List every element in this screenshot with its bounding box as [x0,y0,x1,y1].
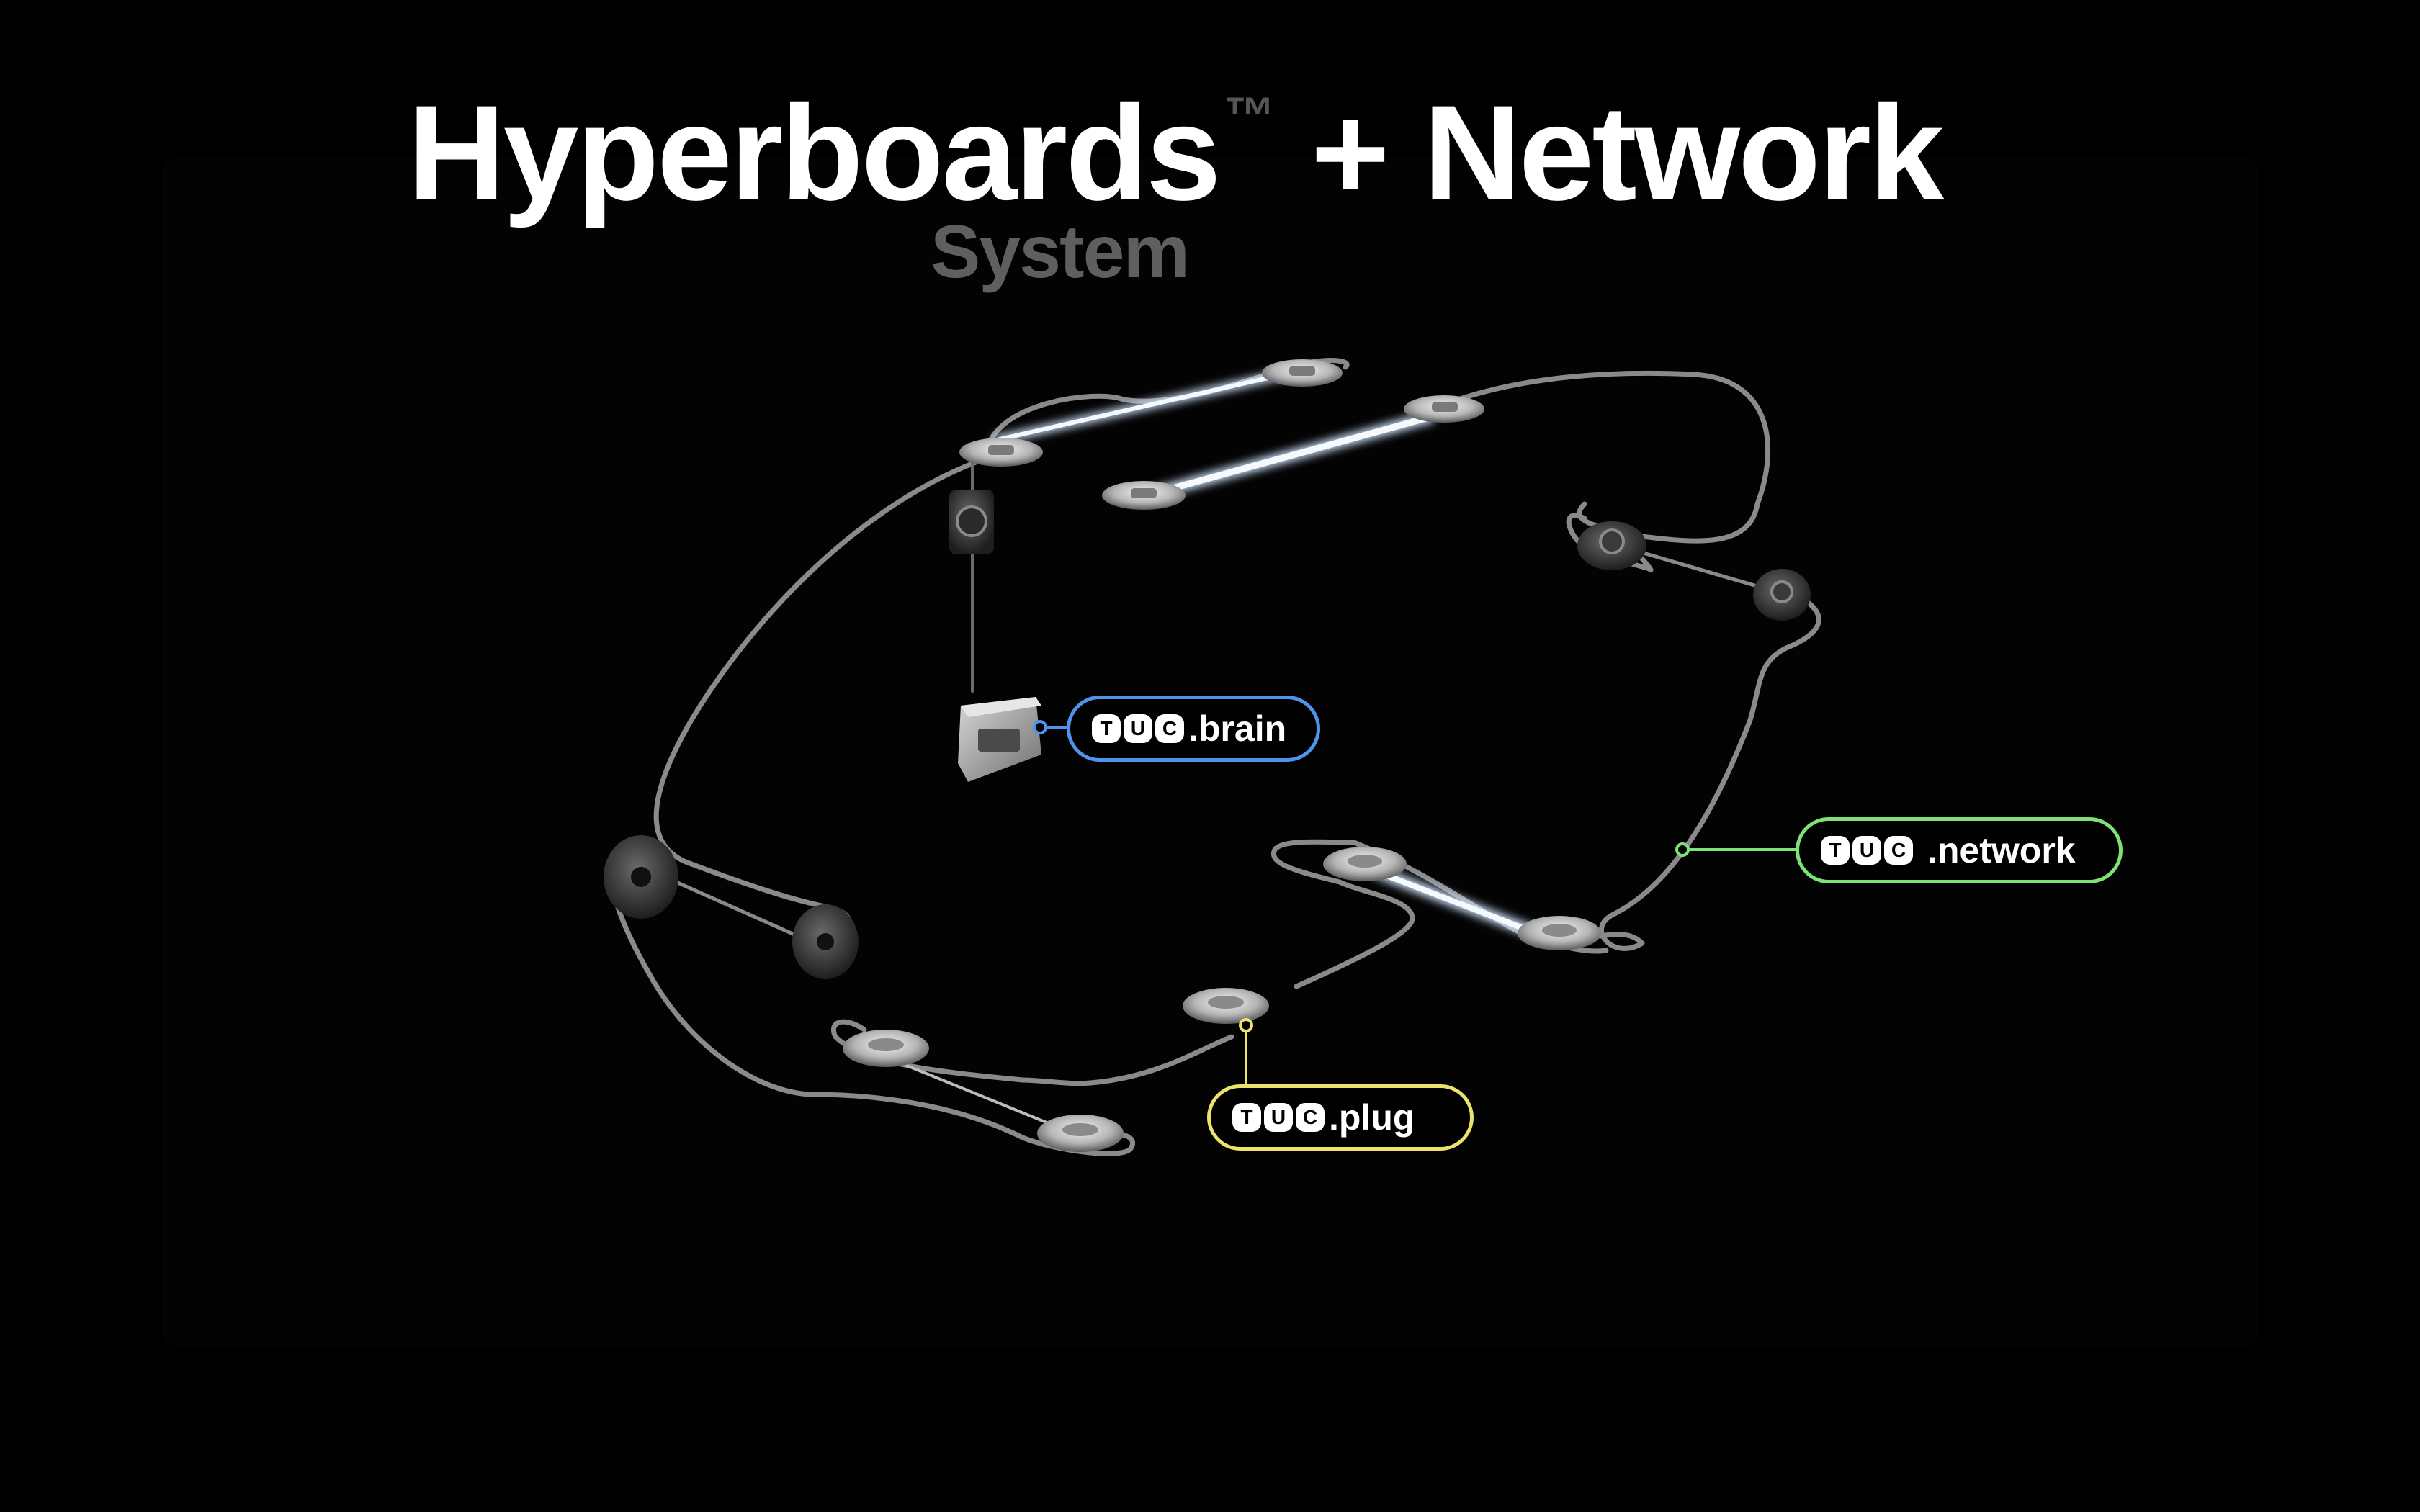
connector-under-top-left [949,490,994,554]
node-bottom-left-b [1037,1115,1124,1152]
node-top-center-a [1102,481,1186,510]
light-strip-mid-right [1373,865,1536,938]
light-strips [871,369,1536,1132]
hyperboard-nodes [604,359,1811,1152]
tuc-logo-icon: T U C [1821,836,1913,865]
title-suffix: + Network [1310,77,1945,228]
node-top-left-a [959,438,1043,467]
label-network-text: .network [1927,830,2076,870]
node-top-left-b [1262,359,1343,387]
page-title: Hyperboards™ + Network [408,85,1945,220]
node-mid-b [1518,916,1601,950]
label-plug: T U C .plug [1207,1084,1474,1151]
cable-top-right [1445,370,1770,544]
light-strip-top-left [992,369,1291,445]
brain-module [958,697,1041,782]
label-brain-text: .brain [1188,708,1287,749]
leader-network [1675,842,1798,857]
node-top-center-b [1404,395,1484,423]
label-brain: T U C .brain [1067,696,1320,762]
leader-plug [1239,1018,1253,1087]
cable-plug-lower [831,1019,1234,1086]
light-strip-top-center [1150,410,1435,500]
label-plug-text: .plug [1329,1097,1415,1138]
title-main: Hyperboards [408,77,1222,228]
page-subtitle: System [931,210,1190,294]
label-leaders [1033,720,1798,1087]
node-bottom-left-a [843,1030,929,1067]
connector-right-a [1577,521,1646,570]
node-mid-a [1323,847,1407,881]
tuc-logo-icon: T U C [1092,714,1184,743]
connector-right-b [1753,569,1811,621]
leader-brain [1033,720,1070,734]
node-left-dark-b [792,904,859,979]
node-left-dark-a [604,835,678,919]
node-plug [1183,988,1269,1024]
tuc-logo-icon: T U C [1232,1103,1325,1132]
label-network: T U C .network [1796,817,2123,883]
trademark-mark: ™ [1223,87,1276,145]
cable-right-down [1596,588,1821,951]
cable-left-low [608,854,1135,1156]
cable-left-arc [653,458,982,940]
